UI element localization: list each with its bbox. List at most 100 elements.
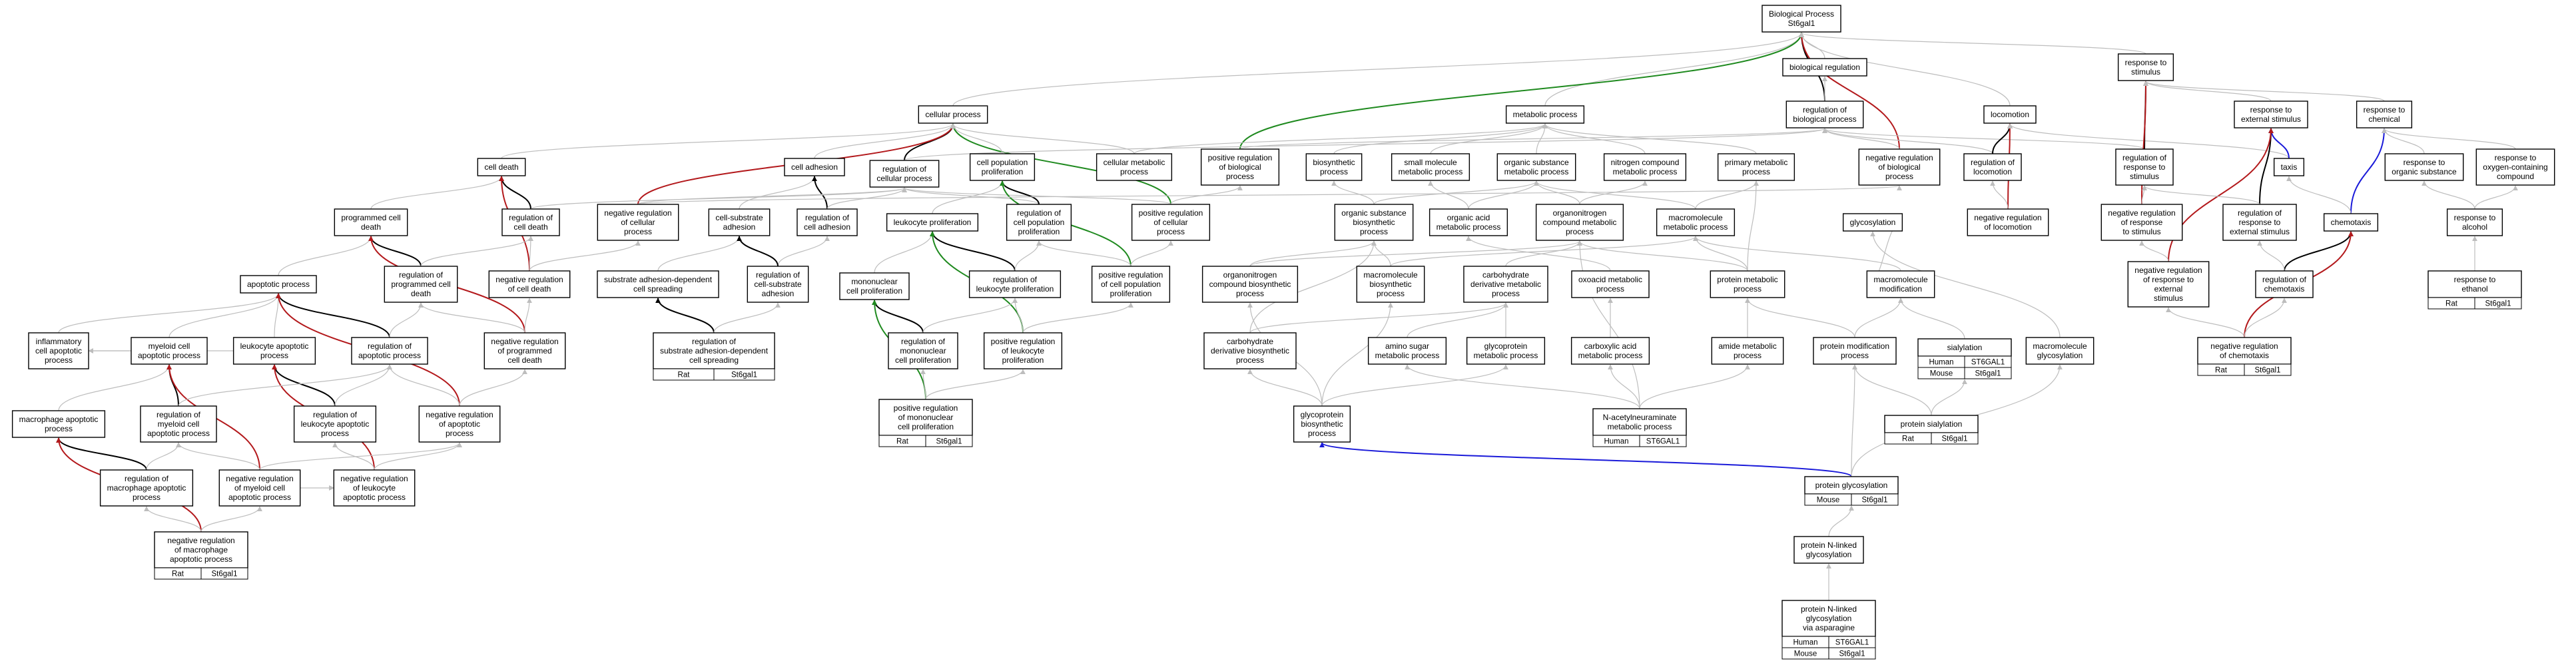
node-box [1367,337,1447,365]
go-term-node[interactable]: cell adhesion [784,158,845,176]
go-term-node[interactable]: biological regulation [1782,58,1867,77]
go-term-node[interactable]: taxis [2273,158,2305,176]
relation-edge-default [1331,180,1375,205]
go-term-node[interactable]: apoptotic process [240,275,317,294]
go-term-node[interactable]: glycosylation [1842,213,1903,232]
go-term-node[interactable]: cellular process [918,105,988,124]
node-label-line: process [1885,172,1913,181]
go-term-node[interactable]: chemotaxis [2323,213,2379,232]
go-term-node[interactable]: cell death [477,158,526,176]
go-term-node[interactable]: locomotion [1983,105,2037,124]
node-label-line: regulation of [125,474,169,483]
relation-edge-default [501,123,956,159]
node-label: cellular process [925,110,980,119]
go-term-node[interactable]: metabolic process [1505,105,1585,124]
node-box [1884,415,1979,433]
go-term-node[interactable]: leukocyte proliferation [886,213,979,232]
